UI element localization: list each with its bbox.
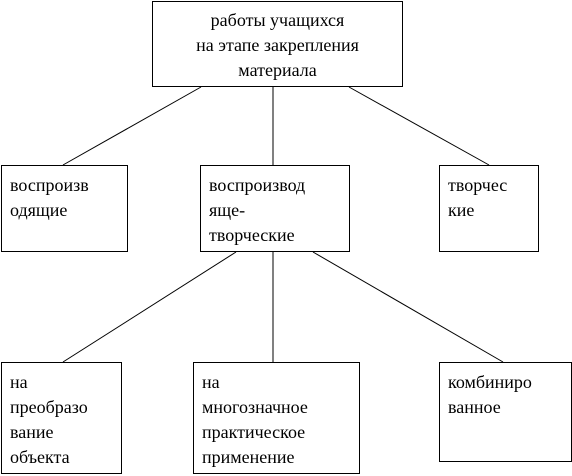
edge-reproductive-creative-to-combined: [312, 251, 504, 363]
transformation-node-line: объекта: [10, 447, 70, 467]
edge-root-to-creative: [348, 86, 490, 166]
transformation-node-line: на: [10, 372, 28, 392]
root-node-line: материала: [238, 60, 317, 80]
creative-node-line: творчес: [448, 175, 508, 195]
creative-node: творчес кие: [439, 165, 539, 252]
reproductive-creative-node-line: яще-: [209, 200, 246, 220]
edge-reproductive-creative-to-transformation: [62, 251, 237, 363]
root-node-line: на этапе закрепления: [196, 35, 359, 55]
edge-root-to-reproductive: [62, 86, 202, 166]
transformation-node-line: вание: [10, 422, 54, 442]
combined-node: комбиниро ванное: [439, 362, 572, 462]
multivalued-application-node: на многозначное практическое применение: [193, 362, 360, 474]
multivalued-application-node-line: практическое: [202, 422, 306, 442]
creative-node-line: кие: [448, 200, 475, 220]
reproductive-creative-node: воспроизвод яще- творческие: [200, 165, 350, 252]
reproductive-node: воспроизв одящие: [1, 165, 128, 252]
transformation-node: на преобразо вание объекта: [1, 362, 122, 474]
reproductive-node-line: одящие: [10, 200, 68, 220]
reproductive-node-line: воспроизв: [10, 175, 89, 195]
root-node: работы учащихся на этапе закрепления мат…: [152, 1, 403, 87]
multivalued-application-node-line: на: [202, 372, 220, 392]
multivalued-application-node-line: применение: [202, 447, 295, 467]
transformation-node-line: преобразо: [10, 397, 88, 417]
reproductive-creative-node-line: воспроизвод: [209, 175, 306, 195]
combined-node-line: комбиниро: [448, 372, 532, 392]
combined-node-line: ванное: [448, 397, 501, 417]
multivalued-application-node-line: многозначное: [202, 397, 308, 417]
root-node-line: работы учащихся: [210, 10, 345, 30]
reproductive-creative-node-line: творческие: [209, 225, 295, 245]
